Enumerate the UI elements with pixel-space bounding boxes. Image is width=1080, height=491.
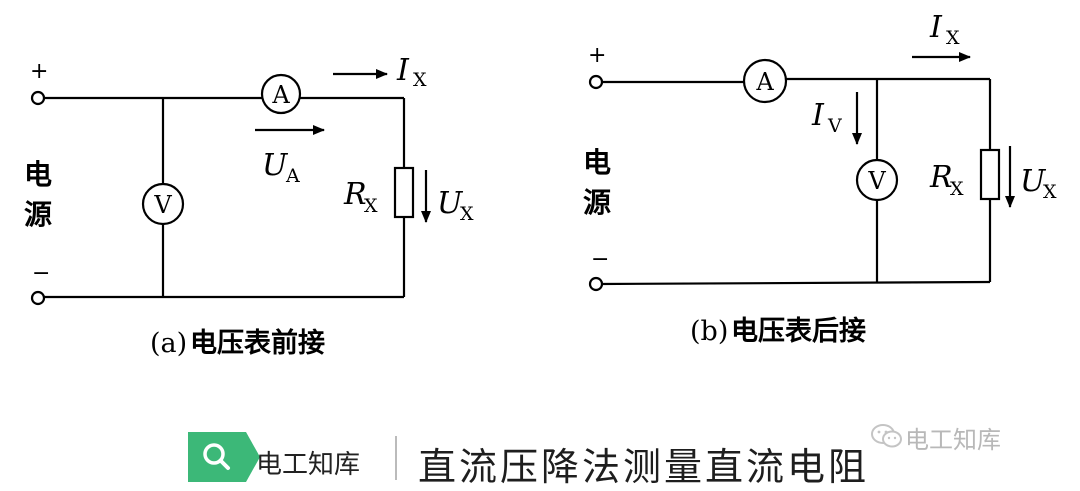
circuit-a-ix-sub: X [413,69,427,91]
circuit-a-rx-sub: X [364,195,378,217]
circuit-a-ix-label: I [396,53,410,88]
circuit-b-ammeter-label: A [755,68,774,96]
brand-logo-tip [246,432,260,482]
circuit-a-ua-sub: A [285,165,300,187]
circuit-a-ua-label: U [262,148,289,183]
circuit-b-ammeter [742,58,788,104]
circuit-b-plus-sign: + [588,43,606,68]
circuit-a-ux-sub: X [460,203,474,225]
circuit-a-plus-sign: + [30,59,48,84]
circuit-b-rx-label: R [929,160,953,195]
footer-divider [395,436,397,480]
circuit-b-rx-sub: X [950,178,964,200]
circuit-a-resistor [393,166,415,219]
circuit-b-negative-terminal [588,276,604,292]
circuit-a-voltmeter [141,182,185,226]
circuit-a-negative-terminal [30,290,46,306]
circuit-b-ux-label: U [1020,164,1047,199]
circuit-b-source-label-1: 电 [583,146,611,179]
circuit-b-ix-sub: X [946,27,960,49]
watermark-text: 电工知库 [905,426,1001,454]
circuit-b-voltmeter-label: V [867,167,886,195]
circuit-b-ux-sub: X [1043,181,1057,203]
brand-logo-box [188,432,246,482]
circuit-b-iv-sub: V [827,115,842,137]
circuit-b-source-label-2: 源 [583,186,611,219]
circuit-a-source-label-1: 电 [24,158,52,191]
circuit-a-caption: 电压表前接 [190,327,325,359]
circuit-b-iv-label: I [811,98,825,133]
circuit-a-source-label-2: 源 [24,198,52,231]
circuit-a-ux-label: U [437,186,464,221]
circuit-a-voltmeter-label: V [153,191,172,219]
circuit-a-ammeter-label: A [271,81,290,109]
circuit-b-ix-label: I [929,10,943,45]
wechat-icon [871,424,902,448]
circuit-b-resistor [979,148,1001,201]
circuit-b-caption: 电压表后接 [731,316,866,347]
circuit-a [30,69,431,306]
circuit-a-rx-label: R [343,177,367,212]
circuit-a-ammeter [260,73,302,115]
circuit-b-voltmeter [855,158,899,202]
search-icon [203,443,230,470]
circuit-a-positive-terminal [30,90,46,106]
circuit-b-positive-terminal [588,74,604,90]
circuit-a-caption-prefix: (a) [150,328,187,359]
circuit-a-minus-sign: − [32,261,50,286]
circuit-b [588,52,1015,292]
circuit-b-minus-sign: − [591,247,609,272]
brand-name: 电工知库 [256,450,361,480]
circuit-b-caption-prefix: (b) [690,316,728,347]
circuit-b-bottom-wire [599,280,991,286]
footer-title: 直流压降法测量直流电阻 [418,445,870,489]
